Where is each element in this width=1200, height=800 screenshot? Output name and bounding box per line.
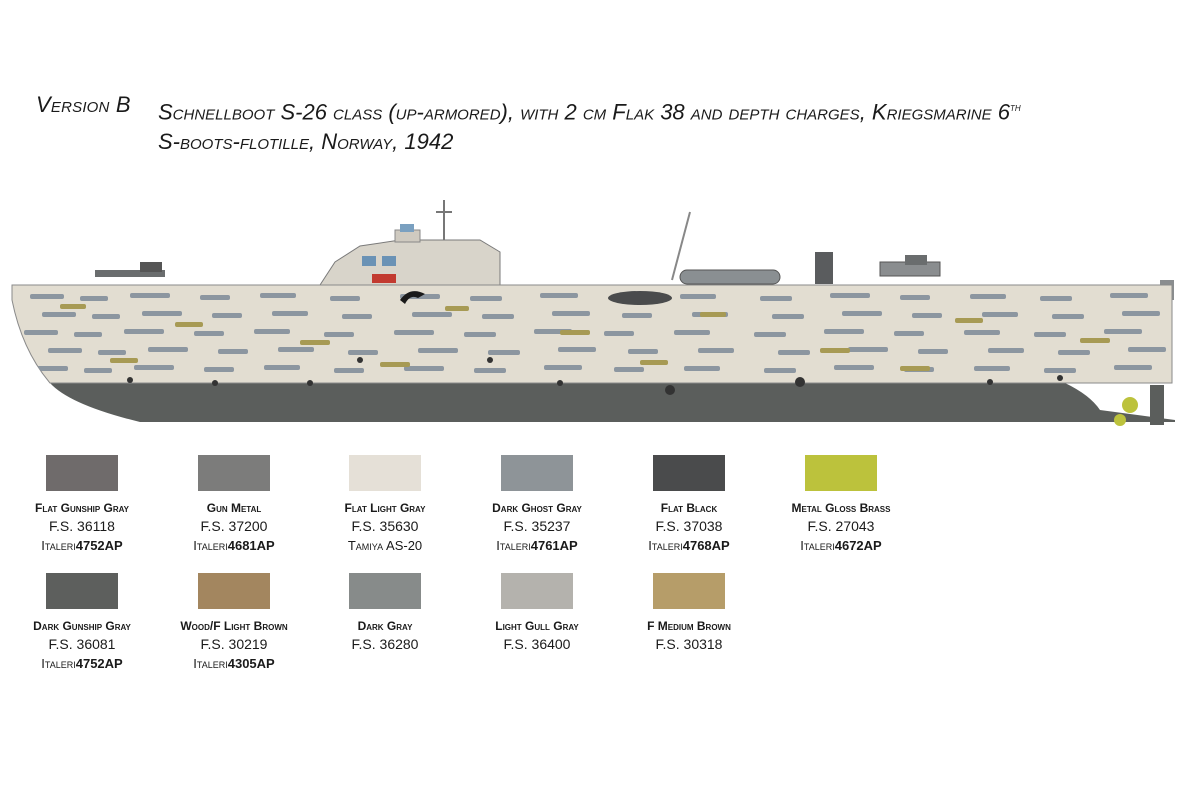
brand-code: Tamiya AS-20 [347, 538, 423, 553]
color-chip [198, 573, 270, 609]
swatch-flat-light-gray: Flat Light Gray F.S. 35630 Tamiya AS-20 [290, 455, 480, 555]
forward-gun [95, 270, 165, 277]
version-label: Version B [36, 92, 131, 117]
fs-code: F.S. 35237 [503, 518, 571, 534]
fs-code: F.S. 37038 [655, 518, 723, 534]
depth-charge [608, 291, 672, 305]
brand-code: Italeri4752AP [41, 538, 123, 553]
fs-code: F.S. 37200 [200, 518, 268, 534]
brand-code: Italeri4672AP [800, 538, 882, 553]
description-ordinal-suffix: th [1009, 100, 1021, 114]
flotilla-emblem [400, 291, 425, 304]
paint-name: F Medium Brown [647, 619, 731, 633]
swatch-flat-black: Flat Black F.S. 37038 Italeri4768AP [594, 455, 784, 555]
portholes [127, 357, 1063, 395]
color-chip [805, 455, 877, 491]
color-chip [46, 455, 118, 491]
paint-name: Flat Light Gray [344, 501, 426, 515]
antenna [671, 211, 691, 281]
hull-upper [11, 284, 1173, 384]
swatch-light-gull-gray: Light Gull Gray F.S. 36400 [442, 573, 632, 654]
paint-name: Wood/F Light Brown [180, 619, 288, 633]
paint-name: Metal Gloss Brass [791, 501, 891, 515]
brand-code: Italeri4768AP [648, 538, 730, 553]
color-chip [349, 573, 421, 609]
fs-code: F.S. 27043 [807, 518, 875, 534]
bridge-superstructure [319, 239, 501, 286]
fs-code: F.S. 36081 [48, 636, 116, 652]
swatch-dark-gunship-gray: Dark Gunship Gray F.S. 36081 Italeri4752… [0, 573, 177, 673]
bridge-red-marking [372, 274, 396, 283]
schnellboot-side-view [11, 200, 1175, 426]
vessel-description: Schnellboot S-26 class (up-armored), wit… [158, 92, 1148, 157]
fs-code: F.S. 36280 [351, 636, 419, 652]
swatch-wood-light-brown: Wood/F Light Brown F.S. 30219 Italeri430… [139, 573, 329, 673]
paint-name: Dark Ghost Gray [492, 501, 582, 515]
paint-name: Flat Gunship Gray [34, 501, 129, 515]
swatch-dark-gray: Dark Gray F.S. 36280 [290, 573, 480, 654]
propeller [1122, 397, 1138, 413]
fs-code: F.S. 35630 [351, 518, 419, 534]
color-chip [198, 455, 270, 491]
rudder [1150, 385, 1164, 425]
fs-code: F.S. 36400 [503, 636, 571, 652]
brand-code: Italeri4305AP [193, 656, 275, 671]
boat-profile-illustration [0, 190, 1200, 440]
swatch-gun-metal: Gun Metal F.S. 37200 Italeri4681AP [139, 455, 329, 555]
paint-swatches: Flat Gunship Gray F.S. 36118 Italeri4752… [0, 455, 1200, 695]
color-chip [501, 573, 573, 609]
fs-code: F.S. 30318 [655, 636, 723, 652]
fs-code: F.S. 36118 [49, 518, 115, 534]
paint-name: Flat Black [660, 501, 718, 515]
paint-name: Gun Metal [206, 501, 262, 515]
brand-code: Italeri4752AP [41, 656, 123, 671]
color-chip [349, 455, 421, 491]
swatch-dark-ghost-gray: Dark Ghost Gray F.S. 35237 Italeri4761AP [442, 455, 632, 555]
mount [815, 252, 833, 284]
brand-code: Italeri4761AP [496, 538, 578, 553]
swatch-metal-gloss-brass: Metal Gloss Brass F.S. 27043 Italeri4672… [746, 455, 936, 555]
description-line-2: S-boots-flotille, Norway, 1942 [158, 129, 454, 155]
brand-code: Italeri4681AP [193, 538, 275, 553]
dinghy [679, 269, 781, 285]
swatch-flat-gunship-gray: Flat Gunship Gray F.S. 36118 Italeri4752… [0, 455, 177, 555]
description-line-1: Schnellboot S-26 class (up-armored), wit… [158, 99, 1010, 125]
fs-code: F.S. 30219 [200, 636, 268, 652]
swatch-medium-brown: F Medium Brown F.S. 30318 [594, 573, 784, 654]
paint-name: Dark Gunship Gray [33, 619, 131, 633]
paint-name: Light Gull Gray [495, 619, 579, 633]
color-chip [46, 573, 118, 609]
paint-name: Dark Gray [357, 619, 413, 633]
hull-lower [50, 383, 1175, 422]
color-chip [653, 573, 725, 609]
color-chip [653, 455, 725, 491]
color-chip [501, 455, 573, 491]
